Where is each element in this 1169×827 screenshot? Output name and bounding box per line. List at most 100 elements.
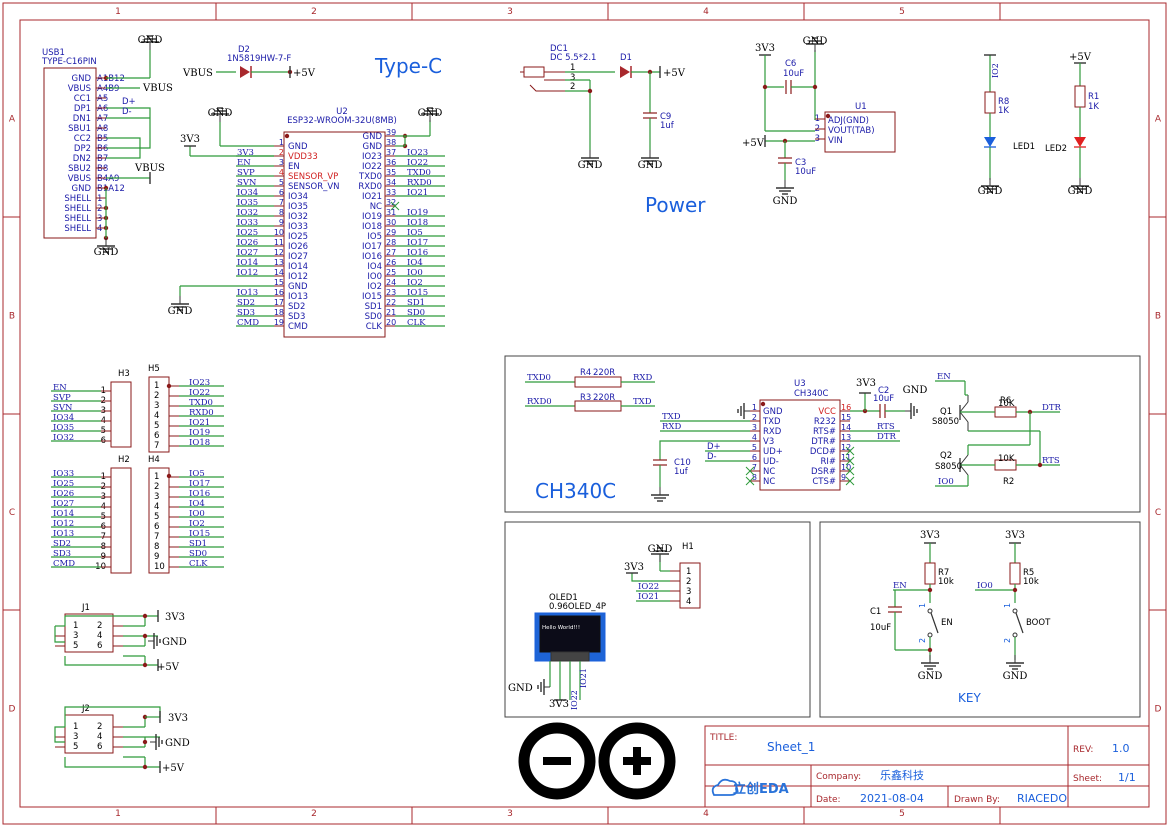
wire xyxy=(631,573,670,582)
usb1-pin-number: 1 xyxy=(97,194,102,204)
c10-capacitor xyxy=(653,459,667,466)
header-net-label: IO17 xyxy=(189,479,210,489)
vbus-label: VBUS xyxy=(134,163,165,174)
u3-pin-name: NC xyxy=(763,477,775,487)
u2-pin-number: 25 xyxy=(386,268,396,277)
header-pin-number: 6 xyxy=(154,522,159,532)
q1-transistor xyxy=(959,411,969,423)
rxd-label: RXD xyxy=(633,373,652,383)
junction-dot xyxy=(812,84,818,90)
v3v3-label: 3V3 xyxy=(755,43,775,54)
u3-pin-name: NC xyxy=(763,467,775,477)
c1-value: 10uF xyxy=(870,623,891,633)
header-net-label: IO19 xyxy=(189,428,210,438)
header-pin-number: 5 xyxy=(154,421,159,431)
d2-ref: D2 xyxy=(238,45,250,55)
wire xyxy=(659,440,750,460)
u3-pin-name: DCD# xyxy=(810,447,836,457)
v3v3-label: 3V3 xyxy=(549,699,569,710)
u2-pin-name: IO23 xyxy=(362,152,382,162)
u2-pin-name: IO4 xyxy=(367,262,382,272)
no-connect-mark xyxy=(845,446,855,456)
led1-ref: LED1 xyxy=(1013,142,1035,152)
gnd-label: GND xyxy=(773,196,798,207)
c6-value: 10uF xyxy=(783,69,804,79)
usb1-pin-number: B4A9 xyxy=(97,174,119,184)
wire xyxy=(64,656,158,666)
u3-ref: U3 xyxy=(794,379,806,389)
sheet-title: Sheet_1 xyxy=(767,740,815,754)
io0-label: IO0 xyxy=(938,477,954,487)
u2-pin-number: 28 xyxy=(386,238,396,247)
u3-pin-name: V3 xyxy=(763,437,774,447)
h1-body xyxy=(679,562,701,609)
led1-indicator xyxy=(984,137,996,147)
u2-pin-name: IO2 xyxy=(367,282,382,292)
usb1-pin-number: A7 xyxy=(97,114,108,124)
sw-boot-contact xyxy=(1012,632,1018,638)
gnd-label: GND xyxy=(1068,186,1093,197)
header-net-label: EN xyxy=(53,383,67,393)
c9-value: 1uf xyxy=(660,121,675,131)
jumper-pin-number: 1 xyxy=(73,621,78,631)
u2-pin-name: RXD0 xyxy=(358,182,382,192)
header-net-label: IO35 xyxy=(53,423,74,433)
u3-pin-number: 1 xyxy=(752,403,757,412)
vbus-label: VBUS xyxy=(142,83,173,94)
usb1-pin-number: B1A12 xyxy=(97,184,125,194)
dminus-label: D- xyxy=(122,107,132,117)
u2-pin-number: 10 xyxy=(274,228,284,237)
r7-value: 10k xyxy=(938,577,954,587)
c3-value: 10uF xyxy=(795,167,816,177)
oled-connector xyxy=(550,651,590,662)
dplus-label: D+ xyxy=(122,97,136,107)
sw-boot-pin: 2 xyxy=(1003,638,1012,643)
section-title-ch340c: CH340C xyxy=(535,479,616,503)
u2-net-label: IO2 xyxy=(407,278,423,288)
u2-net-label: RXD0 xyxy=(407,178,432,188)
rxd0-label: RXD0 xyxy=(527,397,552,407)
r5-ref: R5 xyxy=(1023,568,1034,578)
junction-dot xyxy=(166,473,172,479)
company-value: 乐鑫科技 xyxy=(880,768,924,782)
u2-pin-name: SD0 xyxy=(365,312,382,322)
dtr-label: DTR xyxy=(877,432,896,442)
u2-net-label: IO16 xyxy=(407,248,428,258)
junction-dot xyxy=(142,739,148,745)
u2-value: ESP32-WROOM-32U(8MB) xyxy=(287,116,397,126)
usb1-pin-number: 3 xyxy=(97,214,102,224)
u2-net-label: IO25 xyxy=(237,228,258,238)
u2-net-label: IO23 xyxy=(407,148,428,158)
header-pin-number: 1 xyxy=(154,472,159,482)
usb1-pin-number: 2 xyxy=(97,204,102,214)
u2-pin-name: IO18 xyxy=(362,222,382,232)
u2-pin-name: IO12 xyxy=(288,272,308,282)
header-pin-number: 7 xyxy=(154,532,159,542)
sw-en-contact xyxy=(927,632,933,638)
u3-pin-name: RTS# xyxy=(813,427,836,437)
no-connect-mark xyxy=(845,466,855,476)
u2-pin-name: IO22 xyxy=(362,162,382,172)
u2-pin-number: 2 xyxy=(279,148,284,157)
junction-dot xyxy=(1012,587,1018,593)
usb1-pin-name: DP1 xyxy=(74,104,91,114)
gnd-label: GND xyxy=(208,108,233,119)
junction-dot xyxy=(762,84,768,90)
u3-pin-number: 9 xyxy=(841,473,846,482)
rxd-label: RXD xyxy=(662,422,681,432)
c2-capacitor xyxy=(879,404,886,418)
dminus-label: D- xyxy=(707,452,717,462)
section-title-power: Power xyxy=(645,193,706,217)
u2-pin-number: 19 xyxy=(274,318,284,327)
header-net-label: IO14 xyxy=(53,509,74,519)
jumper-pin-number: 3 xyxy=(73,631,78,641)
u2-pin-name: SENSOR_VP xyxy=(288,172,338,182)
u2-pin-number: 3 xyxy=(279,158,284,167)
usb1-pin-number: A8 xyxy=(97,124,108,134)
header-pin-number: 2 xyxy=(154,482,159,492)
rts-label: RTS xyxy=(1042,456,1060,466)
diode-d1 xyxy=(620,66,630,78)
drawn-by-value: RIACEDO xyxy=(1017,792,1067,805)
header-ref: H4 xyxy=(148,455,160,465)
